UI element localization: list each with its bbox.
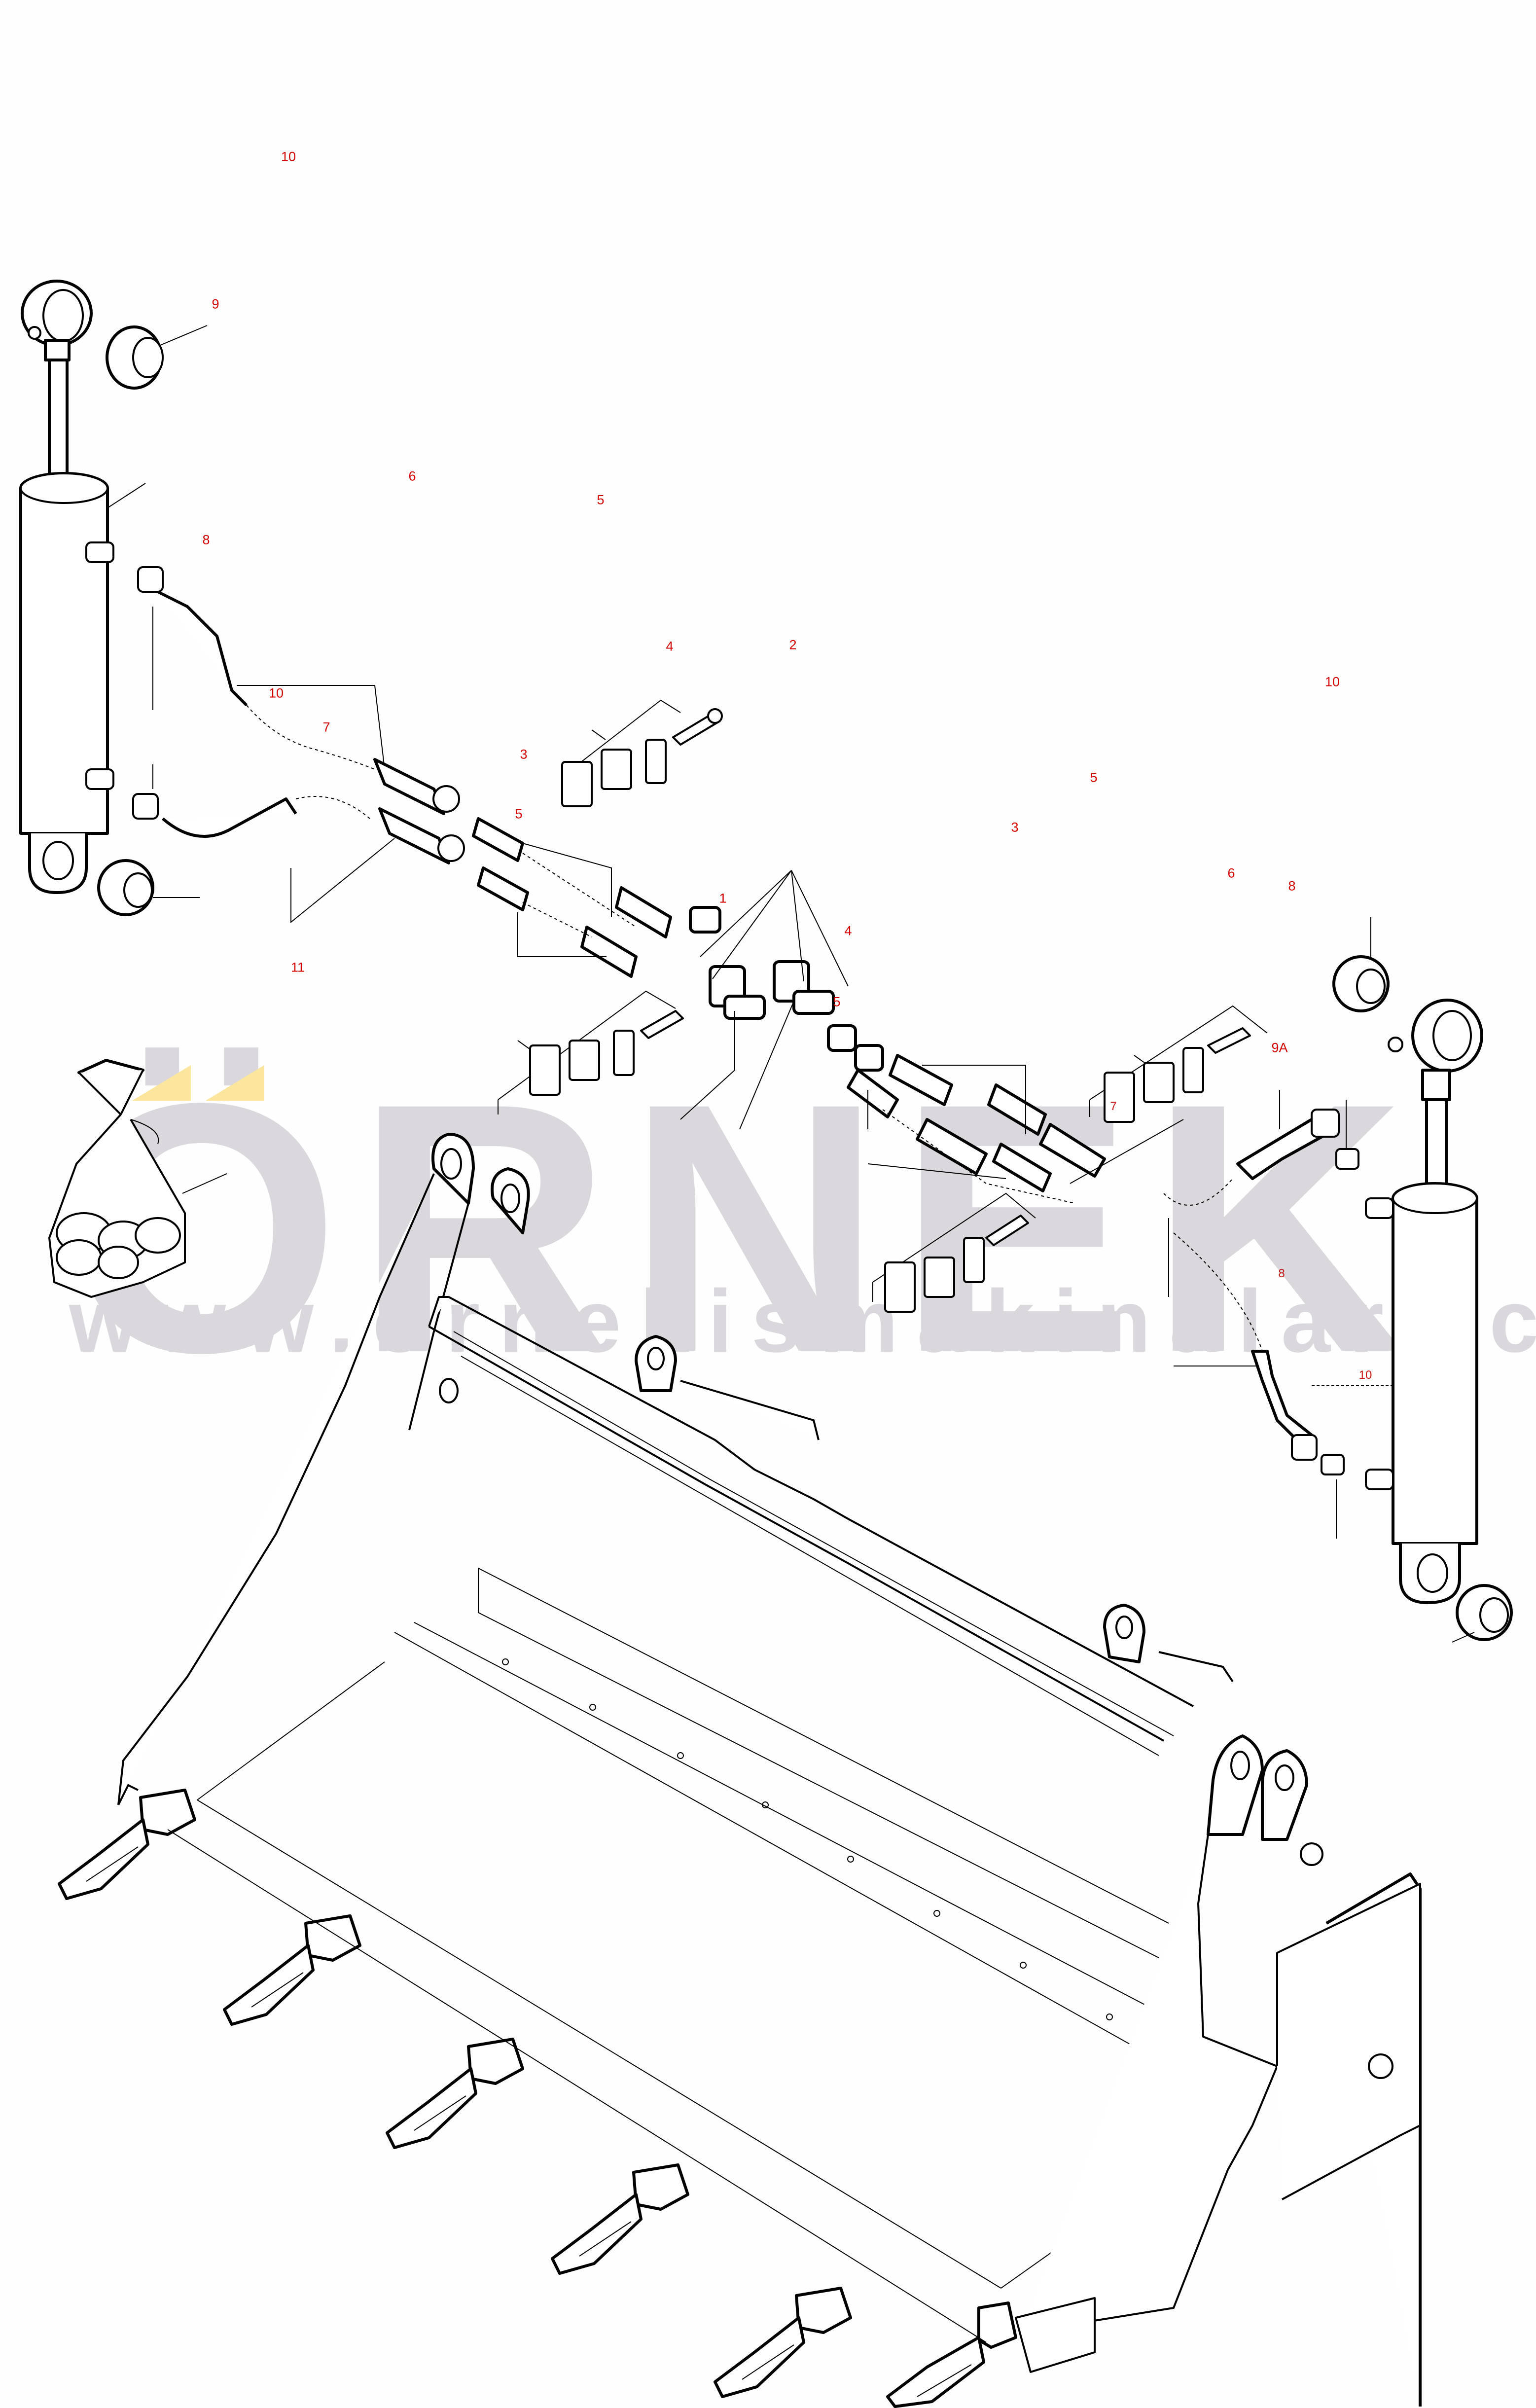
- callout-label: 3: [520, 747, 528, 762]
- hose-clamp-set: [561, 699, 723, 807]
- callout-label: 1: [719, 891, 727, 906]
- tooth-icon: [223, 1914, 361, 2026]
- hose-assembly: [1070, 1090, 1359, 1539]
- callout-label: 3: [1011, 820, 1019, 835]
- pin-bushing-icon: [97, 859, 200, 916]
- tooth-icon: [886, 2301, 1017, 2408]
- callout-label: 11: [290, 960, 305, 975]
- callout-label: 7: [1110, 1100, 1117, 1113]
- bucket-bolt-holes: [502, 1658, 1199, 2065]
- bucket-teeth: [58, 1789, 1017, 2408]
- pin-bushing-icon: [106, 325, 208, 390]
- hose-clamp-set: [872, 1192, 1036, 1313]
- logo-accent-icon: [132, 1065, 264, 1101]
- callout-label: 8: [1278, 1267, 1285, 1280]
- callout-label: 7: [322, 719, 330, 735]
- callout-label: 5: [597, 492, 605, 507]
- pin-bushing-icon: [1332, 917, 1390, 1012]
- callout-label: 10: [1358, 1368, 1372, 1382]
- callout-label: 6: [1227, 865, 1235, 881]
- callout-label: 5: [515, 806, 523, 822]
- hose-assembly: [132, 566, 395, 924]
- callout-label: 9: [212, 296, 219, 312]
- seal-kit-bag-icon: [48, 1059, 227, 1298]
- hose-clamp-set: [498, 990, 684, 1114]
- tee-fitting: [680, 870, 884, 1130]
- callout-label: 10: [1324, 674, 1340, 689]
- hose-end-fittings: [373, 758, 672, 978]
- callout-label: 8: [1288, 878, 1296, 894]
- tooth-icon: [714, 2287, 852, 2398]
- hose-clamp-set: [1089, 1005, 1268, 1123]
- tooth-icon: [58, 1789, 196, 1900]
- callout-label: 5: [1090, 770, 1098, 785]
- pin-bushing-icon: [1452, 1584, 1513, 1643]
- callout-label: 8: [202, 532, 210, 547]
- bucket-body: [117, 1133, 1422, 2407]
- callout-label: 6: [408, 468, 416, 484]
- callout-label: 5: [833, 994, 841, 1009]
- tooth-icon: [551, 2163, 689, 2275]
- callout-label: 4: [844, 923, 852, 938]
- callout-label: 2: [789, 637, 797, 652]
- callout-label: 9A: [1271, 1040, 1288, 1055]
- right-hydraulic-cylinder: [1312, 999, 1483, 1604]
- left-hydraulic-cylinder: [19, 280, 146, 894]
- callout-label: 4: [666, 639, 674, 654]
- callout-label: 10: [281, 149, 296, 164]
- adapter-fitting: [847, 1054, 1106, 1204]
- callout-label: 10: [268, 685, 284, 701]
- tooth-icon: [386, 2038, 524, 2149]
